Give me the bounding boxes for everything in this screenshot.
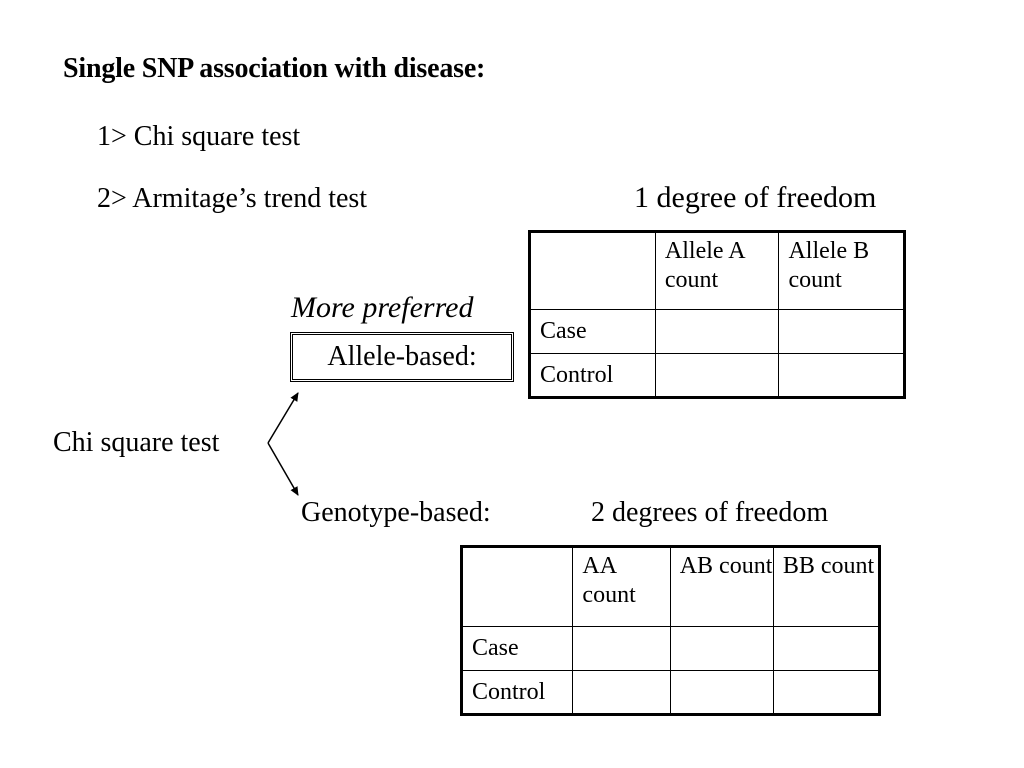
- table-header-row: AA count AB count BB count: [460, 546, 881, 627]
- allele-based-label: Allele-based:: [327, 341, 477, 372]
- table-cell: [778, 309, 905, 354]
- row-label: Case: [529, 309, 656, 354]
- chi-square-label: Chi square test: [53, 427, 220, 458]
- allele-count-table: Allele A count Allele B count Case Contr…: [528, 230, 906, 399]
- table-cell: [572, 670, 671, 715]
- table-row: Control: [460, 670, 881, 715]
- genotype-dof-label: 2 degrees of freedom: [591, 497, 829, 528]
- table-cell: [654, 353, 780, 398]
- slide-title: Single SNP association with disease:: [63, 53, 486, 84]
- test-item-1: 1> Chi square test: [97, 121, 301, 152]
- table-cell: [654, 309, 780, 354]
- table-cell: [669, 626, 774, 671]
- table-cell: [669, 670, 774, 715]
- table-cell: [529, 231, 656, 310]
- table-header-cell: BB count: [772, 546, 881, 627]
- table-row: Control: [529, 353, 905, 398]
- genotype-based-label: Genotype-based:: [301, 497, 491, 528]
- preferred-note: More preferred: [291, 291, 474, 324]
- row-label: Control: [460, 670, 574, 715]
- table-row: Case: [460, 626, 881, 671]
- allele-dof-label: 1 degree of freedom: [634, 181, 877, 214]
- table-header-cell: Allele A count: [654, 231, 780, 310]
- table-row: Case: [529, 309, 905, 354]
- table-header-cell: AA count: [572, 546, 671, 627]
- row-label: Case: [460, 626, 574, 671]
- test-item-2: 2> Armitage’s trend test: [97, 183, 368, 214]
- table-cell: [772, 626, 881, 671]
- table-cell: [772, 670, 881, 715]
- table-cell: [778, 353, 905, 398]
- table-header-cell: Allele B count: [778, 231, 905, 310]
- table-header-row: Allele A count Allele B count: [529, 231, 905, 310]
- allele-based-box: Allele-based:: [290, 332, 514, 382]
- genotype-count-table: AA count AB count BB count Case Control: [460, 545, 881, 716]
- row-label: Control: [529, 353, 656, 398]
- table-header-cell: AB count: [669, 546, 774, 627]
- table-cell: [572, 626, 671, 671]
- table-cell: [460, 546, 574, 627]
- arrow-to-allele: [267, 392, 299, 444]
- arrow-to-genotype: [267, 442, 299, 496]
